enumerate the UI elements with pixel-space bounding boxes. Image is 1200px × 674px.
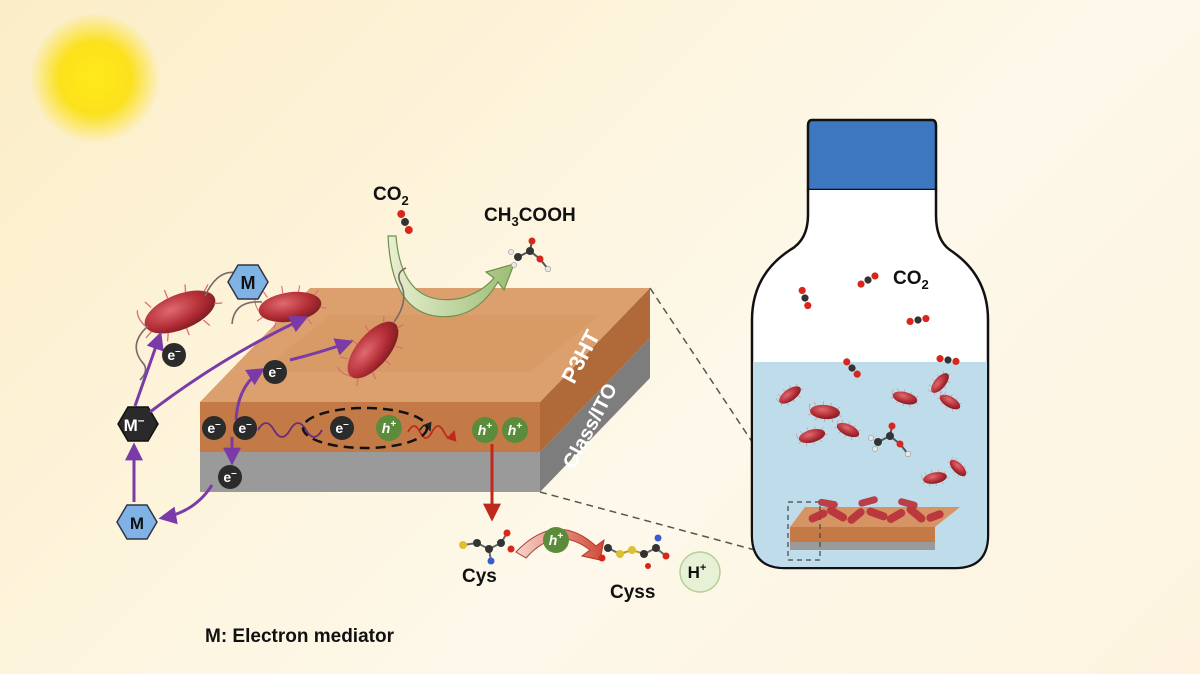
p3ht-side-face (540, 288, 650, 452)
electron-ito: e– (218, 465, 242, 489)
bottle-cap (806, 118, 938, 192)
electron-near-mediator: e– (162, 343, 186, 367)
acetate-molecule-icon (868, 422, 912, 458)
bottle-co2-label: CO2 (893, 268, 929, 292)
electron-1: e– (202, 416, 226, 440)
svg-text:M–: M– (124, 413, 145, 435)
zoom-line-bottom (539, 491, 793, 561)
glass-ito-front-face (200, 452, 540, 492)
co2-reduction-arrow (387, 235, 515, 318)
cyss-label: Cyss (610, 582, 655, 603)
hole-1: h+ (472, 417, 498, 443)
electrode-biofilm (808, 496, 944, 524)
svg-text:e–: e– (207, 419, 221, 436)
proton-badge: H+ (679, 551, 721, 593)
mediator-oxidized-top: M (227, 264, 269, 300)
cysteine-molecule-icon (459, 529, 515, 565)
svg-text:h+: h+ (478, 421, 493, 438)
acetate-label: CH3COOH (484, 205, 576, 229)
acetate-molecule-icon (508, 237, 552, 273)
electron-transport-wave (257, 422, 323, 438)
hole-transport-wave (407, 425, 457, 442)
co2-molecule-icon (390, 208, 420, 236)
sun-icon (30, 13, 160, 143)
hole-oxidant: h+ (543, 527, 569, 553)
exciton-boundary (301, 406, 429, 450)
bacterium-icon (231, 279, 329, 334)
svg-text:H+: H+ (688, 562, 707, 582)
svg-text:M: M (241, 273, 256, 293)
hole-2: h+ (502, 417, 528, 443)
electron-upper: e– (263, 360, 287, 384)
co2-label: CO2 (373, 184, 409, 208)
hole-in-exciton: h+ (376, 415, 402, 441)
legend-text: M: Electron mediator (205, 626, 395, 647)
svg-text:e–: e– (335, 419, 349, 436)
mediator-oxidized-bottom: M (116, 504, 158, 540)
svg-text:h+: h+ (382, 419, 397, 436)
svg-text:e–: e– (167, 346, 181, 363)
svg-text:e–: e– (268, 363, 282, 380)
zoom-line-top (649, 287, 793, 503)
svg-text:M: M (130, 514, 144, 533)
mediator-reduced: M– (117, 406, 159, 442)
svg-text:e–: e– (223, 468, 237, 485)
electron-in-exciton: e– (330, 416, 354, 440)
electron-2: e– (233, 416, 257, 440)
svg-text:e–: e– (238, 419, 252, 436)
svg-text:h+: h+ (549, 531, 564, 548)
bacterium-icon (131, 271, 242, 381)
bottle-icon: CO2 (750, 118, 990, 570)
cystine-molecule-icon (598, 534, 670, 569)
electron-transfer-arrows (125, 315, 354, 525)
cys-label: Cys (462, 566, 497, 587)
glass-ito-side-face (540, 338, 650, 492)
bacterium-icon (329, 267, 417, 395)
svg-text:h+: h+ (508, 421, 523, 438)
